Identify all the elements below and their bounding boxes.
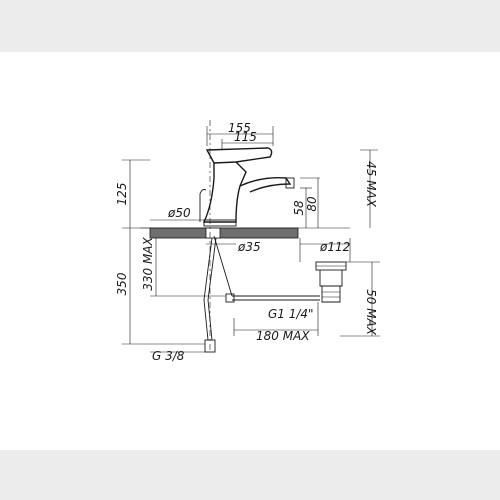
dim-aerator-height: 58 [292, 200, 306, 216]
dim-total-height: 350 [115, 272, 129, 295]
counter-top [140, 227, 350, 239]
drawing-sheet [0, 52, 500, 450]
dim-spout-reach-total: 155 [228, 121, 251, 135]
dim-inlet-thread: G 3/8 [152, 349, 185, 363]
top-margin-band [0, 0, 500, 52]
dim-waste-max: 50 MAX [364, 289, 378, 336]
dim-rod-max: 180 MAX [256, 329, 310, 343]
dim-body-height: 125 [115, 183, 129, 206]
dim-hole-diameter: ø35 [237, 240, 261, 254]
dim-waste-thread: G1 1/4" [268, 307, 314, 321]
dimension-lines [122, 126, 380, 353]
waste-assembly [315, 261, 347, 303]
dim-spout-height: 80 [305, 196, 319, 212]
dim-pipe-max: 330 MAX [141, 236, 155, 290]
dim-waste-diameter: ø112 [319, 240, 350, 254]
faucet-body [199, 147, 295, 227]
dim-body-diameter: ø50 [167, 206, 191, 220]
dim-lever-max: 45 MAX [364, 161, 378, 208]
bottom-margin-band [0, 450, 500, 500]
dim-spout-reach: 115 [234, 130, 257, 144]
